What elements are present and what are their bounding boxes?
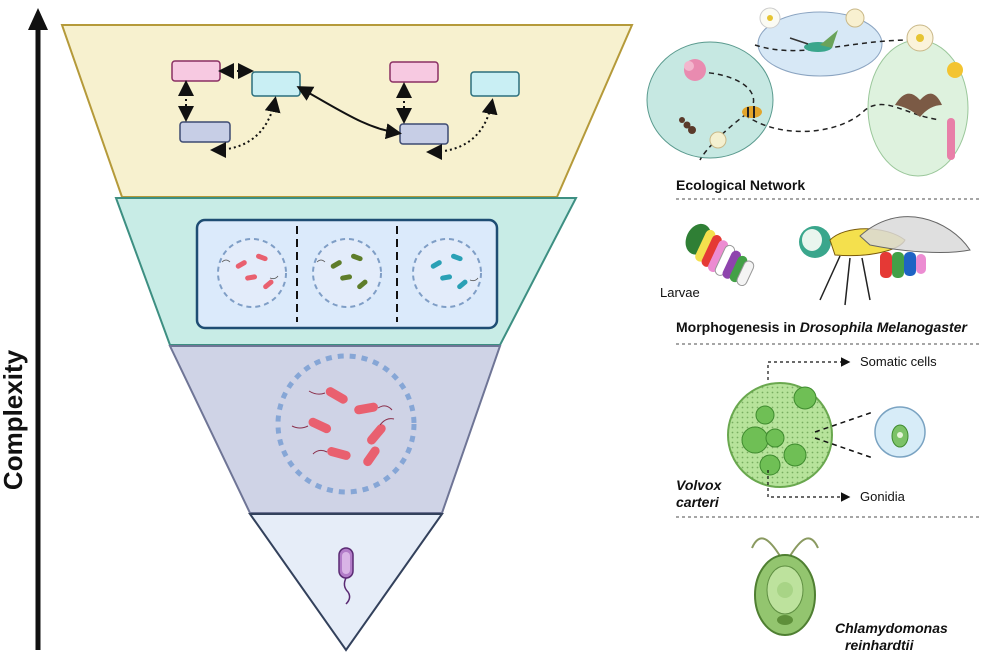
cell-cluster-boundary (275, 353, 417, 495)
colony-red (217, 238, 287, 308)
network-node-cyan (251, 71, 301, 97)
chlamydomonas-cell-icon (751, 537, 819, 636)
colony-teal (412, 238, 482, 308)
ant-icon (679, 117, 696, 134)
network-node-cyan-2 (470, 71, 520, 97)
colony-green (312, 238, 382, 308)
ecological-illustration (646, 7, 969, 177)
somatic-cells-label: Somatic cells (860, 354, 937, 369)
chlamydomonas-name-line2: reinhardtii (845, 637, 915, 653)
tier-single-cell (248, 513, 444, 652)
gonidium-zoom-icon (874, 406, 926, 458)
volvox-name-line2: carteri (676, 494, 720, 510)
complexity-axis: Complexity (0, 8, 48, 650)
ecological-caption: Ecological Network (676, 177, 805, 193)
hummingbird-icon (789, 30, 838, 52)
drosophila-fly-icon (799, 216, 971, 306)
bacterium-icon (338, 547, 354, 605)
network-node-lavender-2 (399, 123, 449, 145)
bacteria-cluster (308, 387, 386, 467)
network-node-pink-2 (389, 61, 439, 83)
tier-network (60, 24, 634, 198)
volvox-name-line1: Volvox (676, 477, 723, 493)
axis-label: Complexity (0, 349, 28, 490)
volvox-colony-icon (727, 382, 833, 488)
tier-multicell (168, 345, 502, 514)
drosophila-species: Drosophila Melanogaster (800, 319, 969, 335)
flower-icon (684, 7, 963, 160)
larvae-label: Larvae (660, 285, 700, 300)
drosophila-larva-icon (685, 223, 755, 287)
drosophila-caption: Morphogenesis in Drosophila Melanogaster (676, 319, 968, 335)
bat-icon (895, 93, 942, 117)
tier-colonies (114, 197, 578, 346)
gonidia-label: Gonidia (860, 489, 906, 504)
network-node-pink (171, 60, 221, 82)
network-node-lavender (179, 121, 231, 143)
chlamydomonas-name-line1: Chlamydomonas (835, 620, 948, 636)
bee-icon (742, 106, 762, 118)
axis-arrowhead-icon (28, 8, 48, 30)
